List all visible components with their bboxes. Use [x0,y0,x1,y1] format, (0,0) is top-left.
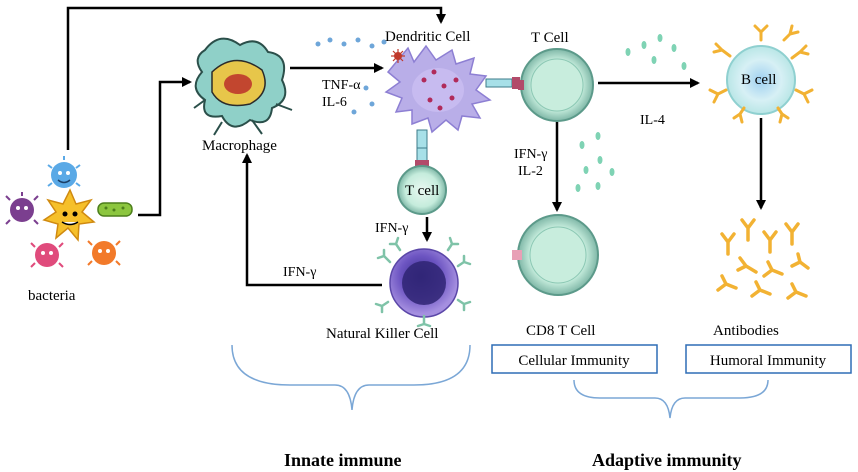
macrophage-icon [193,37,293,136]
cytokine-dots-il2 [575,132,615,192]
il6-label: IL-6 [322,95,347,110]
bacteria-label: bacteria [28,288,76,304]
macrophage-label: Macrophage [202,138,277,154]
purple-bacterium-icon [5,192,39,225]
humoral-immunity-label: Humoral Immunity [710,353,827,369]
innate-brace [231,344,471,411]
innate-immune-label: Innate immune [284,450,402,470]
arrow-bacteria-to-macrophage [138,77,192,217]
adaptive-immunity-label: Adaptive immunity [592,450,742,470]
antibodies-icon [716,218,810,300]
t-cell-top-label: T Cell [531,30,569,46]
nk-cell-label: Natural Killer Cell [326,326,438,342]
blue-bacterium-icon [47,156,81,188]
orange-bacterium-icon [87,240,121,266]
bacteria-cluster [5,156,133,268]
dendritic-cell-label: Dendritic Cell [385,29,470,45]
t-cell-small-label: T cell [405,183,439,199]
cytokine-dots-tnf [315,37,387,115]
arrow-nk-to-macrophage [242,153,382,287]
cellular-immunity-box: Cellular Immunity [491,344,658,374]
antibodies-label: Antibodies [713,323,779,339]
b-cell-icon [708,24,814,124]
b-cell-label: B cell [741,72,776,88]
cytokine-dots-il4 [625,34,687,70]
t-cell-top-icon [518,48,594,122]
cd8-t-cell-icon [512,214,599,296]
ifn-gamma-nk-label: IFN-γ [283,265,316,280]
cd8-t-cell-label: CD8 T Cell [526,323,595,339]
pink-bacterium-icon [30,242,64,268]
humoral-immunity-box: Humoral Immunity [685,344,852,374]
il4-label: IL-4 [640,113,665,128]
antigen-icon [391,49,405,63]
cellular-immunity-label: Cellular Immunity [518,353,630,369]
t-cell-small-icon [397,147,447,215]
arrow-bacteria-to-dendritic [66,6,446,150]
arrows [66,6,766,287]
yellow-star-bacterium-icon [42,188,96,242]
ifn-gamma-t-label: IFN-γ [514,147,547,162]
tnf-alpha-label: TNF-α [322,78,361,93]
ifn-gamma-tcell-label: IFN-γ [375,221,408,236]
nk-cell-icon [374,236,472,328]
adaptive-brace [573,379,769,419]
il2-label: IL-2 [518,164,543,179]
green-rod-bacterium-icon [97,202,133,217]
dendritic-cell-icon [384,44,520,151]
